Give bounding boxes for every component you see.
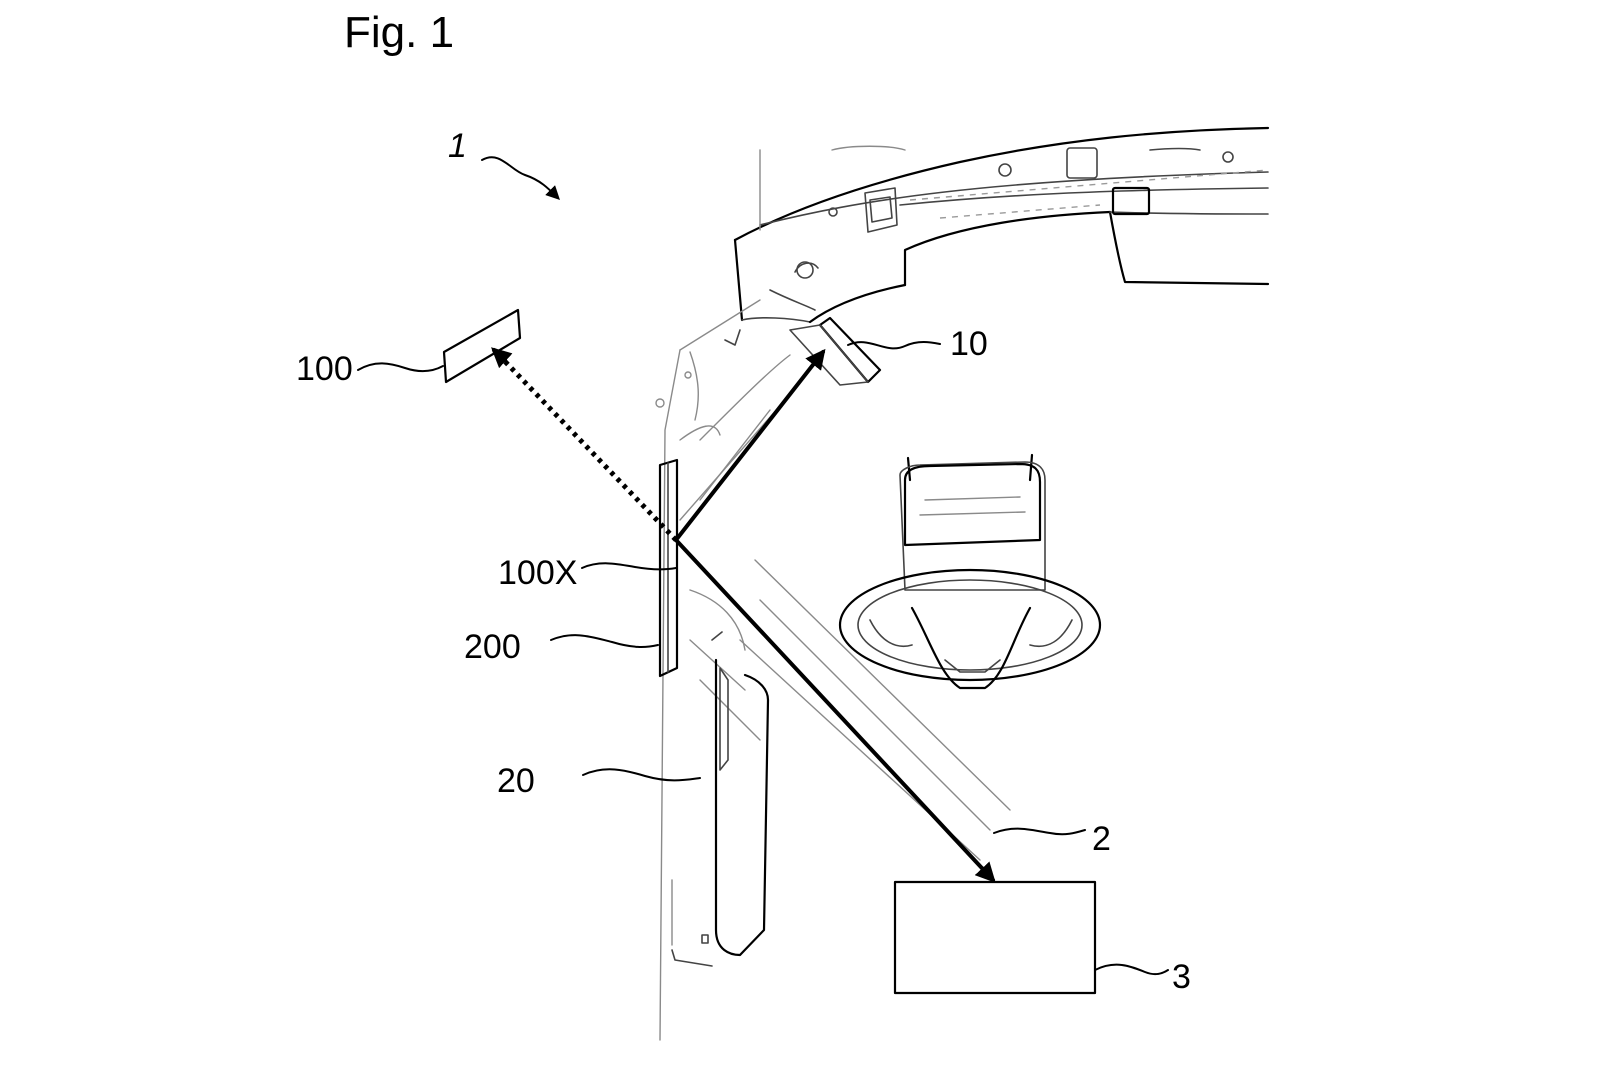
label-reflector: 200 — [464, 628, 521, 666]
label-vehicle: 2 — [1092, 820, 1111, 858]
controller-leader — [1094, 963, 1169, 976]
pillar-leader — [582, 768, 701, 782]
figure-title: Fig. 1 — [344, 8, 454, 57]
reflector-leader — [550, 634, 659, 648]
beam-reflector-to-projector — [674, 348, 826, 542]
label-projector: 10 — [950, 325, 988, 363]
door-trim — [671, 631, 770, 967]
reflector — [658, 458, 679, 678]
beam-reflector-to-controller — [674, 538, 996, 883]
controller-box — [893, 880, 1097, 995]
dashboard-illustration — [724, 126, 1270, 346]
projector-leader — [847, 341, 941, 350]
label-system: 1 — [448, 127, 467, 165]
system-wavy-arrow — [481, 156, 560, 200]
label-pillar: 20 — [497, 762, 535, 800]
virtual-image-dotted-beam — [492, 348, 678, 542]
vehicle-leader — [993, 827, 1086, 836]
label-virtual-image: 100 — [296, 350, 353, 388]
label-controller: 3 — [1172, 958, 1191, 996]
driver-seat-and-steering-wheel — [838, 453, 1102, 690]
virtual-image-leader — [357, 362, 444, 373]
virtual-image-point-leader — [581, 562, 677, 571]
pillar-illustration — [655, 299, 1011, 1041]
virtual-image — [442, 308, 522, 384]
virtual-image-arrowhead — [491, 347, 513, 369]
label-virtual-image-point: 100X — [498, 554, 577, 592]
